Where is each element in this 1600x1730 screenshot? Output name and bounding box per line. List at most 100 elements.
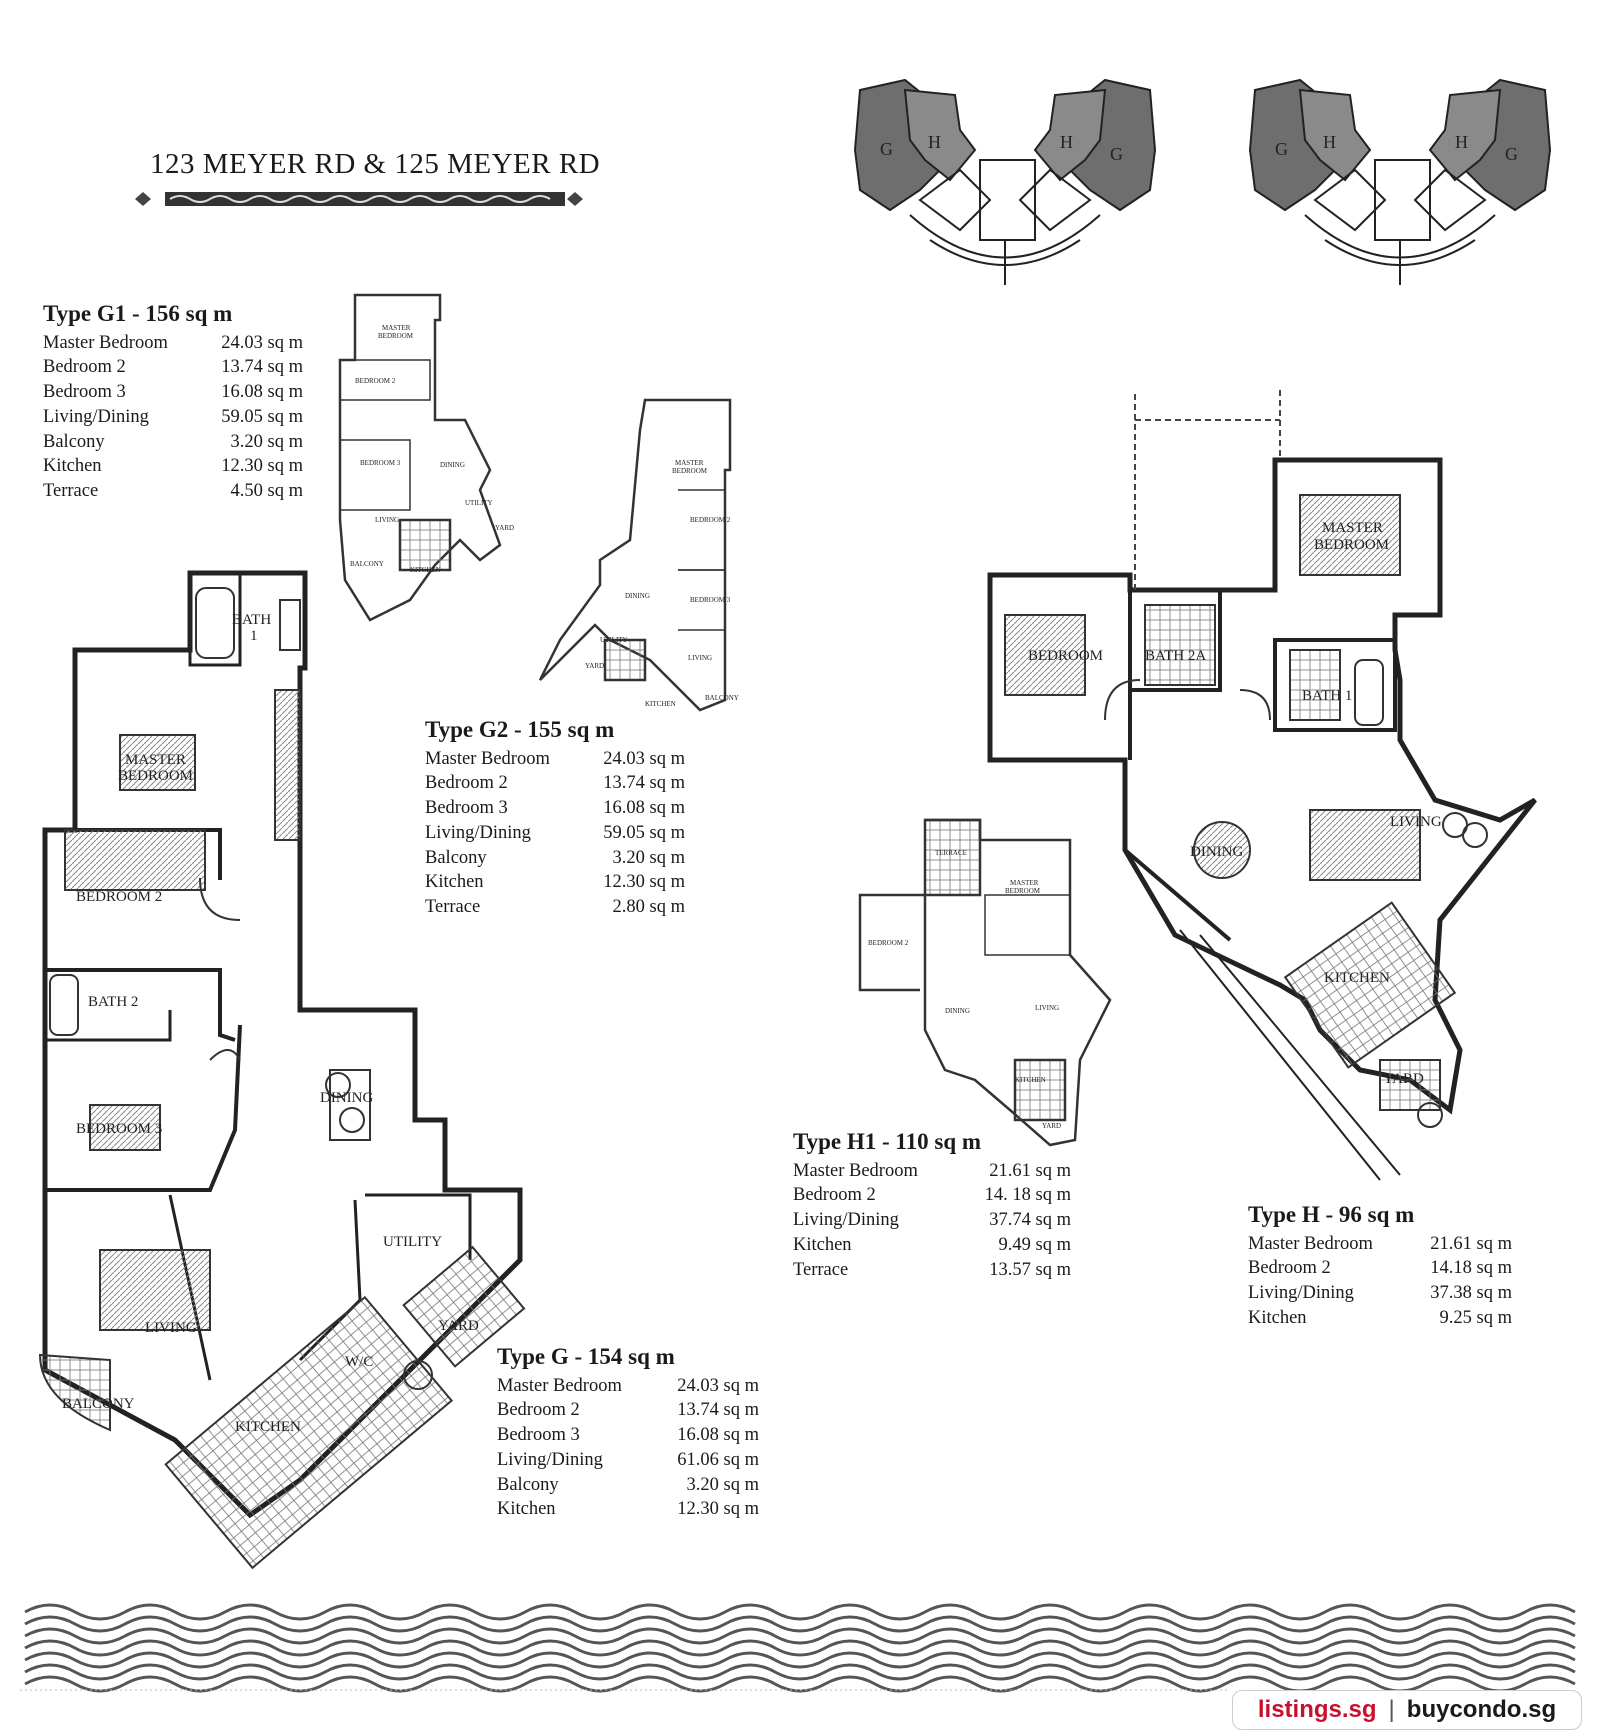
spec-area: 13.74 sq m xyxy=(677,1400,759,1421)
room-label: W/C xyxy=(345,1354,373,1370)
spec-room: Living/Dining xyxy=(793,1210,899,1231)
room-label: UTILITY xyxy=(465,499,493,507)
key-g-label: G xyxy=(1505,144,1518,164)
floor-plan-type-h xyxy=(987,390,1537,1181)
room-label: BEDROOM xyxy=(118,768,193,784)
type-g2-room-labels: MASTER BEDROOM BEDROOM 2 BEDROOM 3 DININ… xyxy=(585,459,739,708)
spec-room: Terrace xyxy=(425,896,481,917)
spec-area: 14.18 sq m xyxy=(1430,1258,1512,1279)
key-plan-labels: G H H G G H H G xyxy=(880,132,1518,164)
type-h1-room-labels: TERRACE MASTER BEDROOM BEDROOM 2 DINING … xyxy=(868,849,1061,1130)
room-label: MASTER xyxy=(1322,520,1383,536)
key-g-label: G xyxy=(1275,139,1288,159)
spec-room: Living/Dining xyxy=(497,1449,603,1470)
room-label: BEDROOM xyxy=(1005,887,1041,895)
floor-plan-type-g1 xyxy=(338,293,502,622)
room-label: YARD xyxy=(1042,1122,1061,1130)
spec-area: 9.49 sq m xyxy=(998,1234,1071,1255)
spec-room: Bedroom 3 xyxy=(43,382,126,403)
spec-area: 2.80 sq m xyxy=(612,896,685,917)
room-label: KITCHEN xyxy=(235,1419,301,1435)
spec-area: 3.20 sq m xyxy=(686,1474,759,1495)
spec-title: Type G - 154 sq m xyxy=(497,1344,675,1369)
spec-room: Master Bedroom xyxy=(43,332,168,353)
spec-room: Bedroom 3 xyxy=(497,1425,580,1446)
room-label: BALCONY xyxy=(350,560,384,568)
spec-room: Terrace xyxy=(793,1259,849,1280)
room-label: 1 xyxy=(250,628,258,644)
floor-plan-type-h1 xyxy=(858,818,1112,1147)
room-label: LIVING xyxy=(1390,814,1442,830)
spec-area: 21.61 sq m xyxy=(989,1160,1071,1181)
room-label: DINING xyxy=(625,592,650,600)
room-label: BATH 2A xyxy=(1145,648,1206,664)
spec-room: Kitchen xyxy=(793,1234,852,1255)
spec-area: 24.03 sq m xyxy=(603,748,685,769)
room-label: BEDROOM 3 xyxy=(76,1121,162,1137)
title-ornament xyxy=(135,192,583,206)
spec-table-h1: Type H1 - 110 sq m Master Bedroom 21.61 s… xyxy=(793,1129,1071,1282)
key-g-label: G xyxy=(1110,144,1123,164)
room-label: MASTER xyxy=(125,752,186,768)
spec-room: Kitchen xyxy=(1248,1307,1307,1328)
room-label: BEDROOM xyxy=(1314,537,1389,553)
room-label: BEDROOM 2 xyxy=(76,889,162,905)
spec-area: 13.74 sq m xyxy=(603,773,685,794)
spec-room: Kitchen xyxy=(43,456,102,477)
room-label: KITCHEN xyxy=(1015,1076,1046,1084)
spec-area: 61.06 sq m xyxy=(677,1449,759,1470)
spec-area: 16.08 sq m xyxy=(221,382,303,403)
type-g-room-labels: MASTER BEDROOM BATH 1 BEDROOM 2 BATH 2 B… xyxy=(62,612,479,1435)
key-g-label: G xyxy=(880,139,893,159)
room-label: DINING xyxy=(320,1090,373,1106)
room-label: YARD xyxy=(438,1318,479,1334)
room-label: MASTER xyxy=(675,459,704,467)
spec-area: 3.20 sq m xyxy=(230,431,303,452)
room-label: BEDROOM xyxy=(672,467,708,475)
room-label: YARD xyxy=(585,662,604,670)
room-label: BEDROOM 3 xyxy=(360,459,401,467)
spec-room: Balcony xyxy=(43,431,105,452)
spec-room: Bedroom 2 xyxy=(793,1185,876,1206)
room-label: BEDROOM 2 xyxy=(868,939,909,947)
watermark-site-1[interactable]: listings.sg xyxy=(1257,1696,1377,1723)
spec-room: Master Bedroom xyxy=(793,1160,918,1181)
type-g1-room-labels: MASTER BEDROOM BEDROOM 2 BEDROOM 3 DININ… xyxy=(350,324,514,574)
spec-room: Bedroom 2 xyxy=(497,1400,580,1421)
spec-area: 37.74 sq m xyxy=(989,1210,1071,1231)
room-label: MASTER xyxy=(1010,879,1039,887)
spec-title: Type H1 - 110 sq m xyxy=(793,1129,982,1154)
room-label: YARD xyxy=(1383,1071,1424,1087)
spec-area: 24.03 sq m xyxy=(221,332,303,353)
room-label: LIVING xyxy=(688,654,712,662)
room-label: BATH xyxy=(232,612,271,628)
spec-area: 13.74 sq m xyxy=(221,357,303,378)
watermark-site-2[interactable]: buycondo.sg xyxy=(1406,1696,1557,1723)
room-label: BEDROOM xyxy=(378,332,414,340)
spec-title: Type H - 96 sq m xyxy=(1248,1202,1415,1227)
spec-area: 16.08 sq m xyxy=(603,798,685,819)
room-label: YARD xyxy=(495,524,514,532)
spec-room: Bedroom 2 xyxy=(43,357,126,378)
spec-area: 13.57 sq m xyxy=(989,1259,1071,1280)
spec-room: Balcony xyxy=(425,847,487,868)
type-h-fixtures xyxy=(1004,494,1488,1128)
spec-room: Kitchen xyxy=(425,872,484,893)
room-label: DINING xyxy=(440,461,465,469)
spec-room: Bedroom 2 xyxy=(425,773,508,794)
spec-area: 59.05 sq m xyxy=(603,822,685,843)
room-label: KITCHEN xyxy=(1324,970,1390,986)
spec-area: 14. 18 sq m xyxy=(984,1185,1071,1206)
spec-area: 37.38 sq m xyxy=(1430,1283,1512,1304)
room-label: KITCHEN xyxy=(645,700,676,708)
spec-area: 59.05 sq m xyxy=(221,406,303,427)
room-label: DINING xyxy=(1190,844,1243,860)
spec-area: 16.08 sq m xyxy=(677,1425,759,1446)
floor-plan-type-g2 xyxy=(538,398,732,712)
page-title: 123 MEYER RD & 125 MEYER RD xyxy=(150,148,601,180)
key-h-label: H xyxy=(1060,132,1073,152)
